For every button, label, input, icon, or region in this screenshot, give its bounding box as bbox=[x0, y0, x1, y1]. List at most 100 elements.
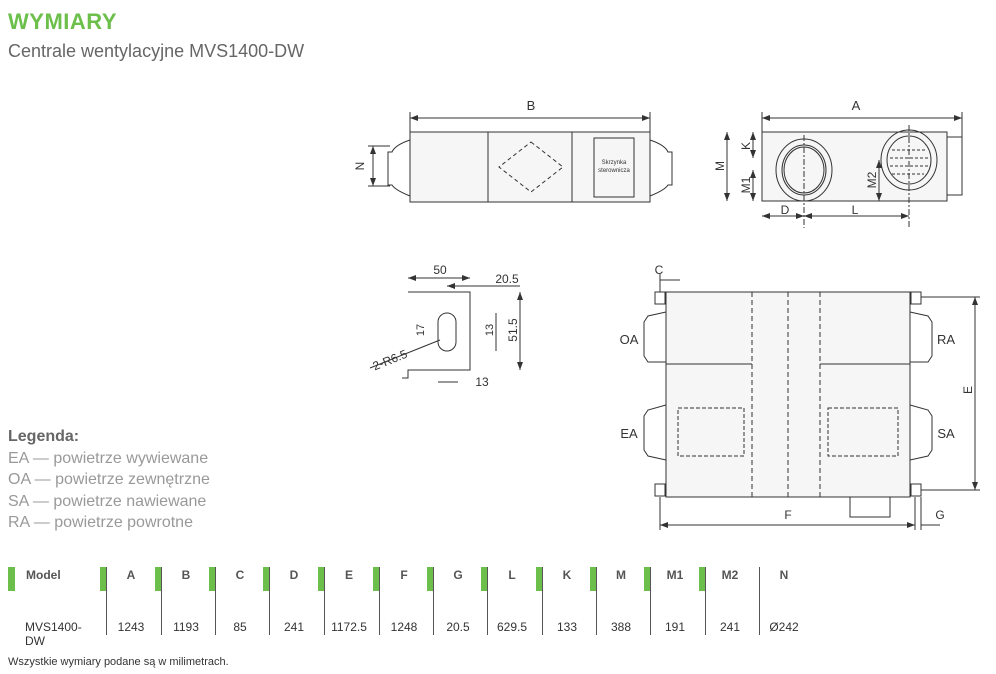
table-column: M2 241 bbox=[699, 566, 753, 638]
column-divider bbox=[379, 567, 380, 635]
svg-text:E: E bbox=[961, 386, 975, 394]
svg-text:A: A bbox=[852, 98, 861, 113]
column-divider bbox=[106, 567, 107, 635]
plan-view-drawing: OA EA RA SA C E F G bbox=[620, 263, 980, 530]
table-cell: 191 bbox=[664, 620, 686, 634]
column-header: A bbox=[126, 568, 136, 582]
svg-text:C: C bbox=[655, 263, 664, 277]
page-title: WYMIARY bbox=[8, 9, 118, 34]
column-header: M1 bbox=[666, 568, 684, 582]
column-header: L bbox=[508, 568, 516, 582]
technical-drawings: Skrzynka sterownicza B N A M K M1 M2 D L bbox=[353, 98, 980, 530]
svg-text:51.5: 51.5 bbox=[506, 318, 520, 342]
legend: Legenda: EA — powietrze wywiewane OA — p… bbox=[8, 426, 210, 534]
column-marker bbox=[318, 567, 325, 591]
column-divider bbox=[596, 567, 597, 635]
column-marker bbox=[100, 567, 107, 591]
svg-text:EA: EA bbox=[620, 426, 638, 441]
column-header: K bbox=[562, 568, 572, 582]
table-cell: 20.5 bbox=[446, 620, 470, 634]
column-marker bbox=[481, 567, 488, 591]
column-divider bbox=[705, 567, 706, 635]
svg-text:13: 13 bbox=[484, 324, 496, 336]
column-divider bbox=[161, 567, 162, 635]
svg-text:L: L bbox=[852, 203, 859, 217]
column-marker bbox=[699, 567, 706, 591]
table-cell: 388 bbox=[610, 620, 632, 634]
legend-item-ea: EA — powietrze wywiewane bbox=[8, 449, 209, 467]
svg-text:OA: OA bbox=[620, 332, 639, 347]
legend-item-ra: RA — powietrze powrotne bbox=[8, 514, 193, 531]
table-cell: 1172.5 bbox=[331, 620, 367, 634]
svg-text:20.5: 20.5 bbox=[495, 272, 519, 286]
svg-text:F: F bbox=[784, 508, 791, 522]
footnote: Wszystkie wymiary podane są w milimetrac… bbox=[8, 656, 229, 668]
table-column: K 133 bbox=[536, 566, 590, 638]
bracket-drawing: 50 20.5 51.5 13 17 13 2-R6.5 bbox=[369, 263, 523, 389]
column-header: N bbox=[779, 568, 789, 582]
table-column: A 1243 bbox=[100, 566, 154, 638]
legend-heading: Legenda: bbox=[8, 428, 80, 445]
column-marker bbox=[427, 567, 434, 591]
table-column: G 20.5 bbox=[427, 566, 481, 638]
column-header: Model bbox=[26, 568, 61, 582]
table-cell: 629.5 bbox=[496, 620, 528, 634]
legend-item-sa: SA — powietrze nawiewane bbox=[8, 492, 207, 510]
table-column: M 388 bbox=[590, 566, 644, 638]
svg-text:50: 50 bbox=[433, 263, 447, 277]
table-column: E 1172.5 bbox=[318, 566, 372, 638]
column-divider bbox=[759, 567, 760, 635]
top-view-drawing: Skrzynka sterownicza B N bbox=[353, 98, 673, 203]
column-marker bbox=[373, 567, 380, 591]
column-divider bbox=[324, 567, 325, 635]
column-marker bbox=[263, 567, 270, 591]
column-header: B bbox=[181, 568, 191, 582]
side-view-drawing: A M K M1 M2 D L bbox=[713, 98, 963, 228]
table-cell: 133 bbox=[556, 620, 578, 634]
table-column: M1 191 bbox=[644, 566, 698, 638]
column-marker bbox=[155, 567, 162, 591]
table-cell: 1193 bbox=[173, 620, 199, 634]
page-subtitle: Centrale wentylacyjne MVS1400-DW bbox=[8, 41, 305, 61]
column-marker bbox=[8, 567, 15, 591]
svg-text:sterownicza: sterownicza bbox=[598, 168, 630, 174]
svg-text:17: 17 bbox=[415, 324, 427, 336]
column-marker bbox=[209, 567, 216, 591]
column-divider bbox=[487, 567, 488, 635]
table-cell: MVS1400-DW bbox=[25, 620, 82, 648]
svg-text:Skrzynka: Skrzynka bbox=[602, 160, 627, 166]
svg-text:N: N bbox=[353, 162, 367, 171]
column-divider bbox=[542, 567, 543, 635]
table-column: D 241 bbox=[263, 566, 317, 638]
column-divider bbox=[269, 567, 270, 635]
table-column: B 1193 bbox=[155, 566, 209, 638]
column-header: D bbox=[289, 568, 299, 582]
svg-text:13: 13 bbox=[475, 375, 489, 389]
column-header: M bbox=[616, 568, 626, 582]
table-cell: 1243 bbox=[117, 620, 145, 634]
table-cell: 241 bbox=[719, 620, 741, 634]
column-divider bbox=[215, 567, 216, 635]
column-marker bbox=[590, 567, 597, 591]
column-header: E bbox=[344, 568, 353, 582]
svg-text:M: M bbox=[713, 161, 727, 171]
svg-text:M2: M2 bbox=[865, 171, 879, 188]
column-marker bbox=[536, 567, 543, 591]
table-cell: 241 bbox=[283, 620, 305, 634]
legend-item-oa: OA — powietrze zewnętrzne bbox=[8, 471, 210, 488]
svg-text:K: K bbox=[739, 142, 753, 150]
svg-text:B: B bbox=[527, 98, 536, 113]
column-divider bbox=[650, 567, 651, 635]
column-header: G bbox=[453, 568, 463, 582]
column-header: F bbox=[400, 568, 408, 582]
column-marker bbox=[644, 567, 651, 591]
svg-text:SA: SA bbox=[937, 426, 955, 441]
svg-text:2-R6.5: 2-R6.5 bbox=[371, 347, 410, 374]
column-header: M2 bbox=[721, 568, 739, 582]
column-divider bbox=[433, 567, 434, 635]
svg-text:M1: M1 bbox=[739, 176, 753, 193]
